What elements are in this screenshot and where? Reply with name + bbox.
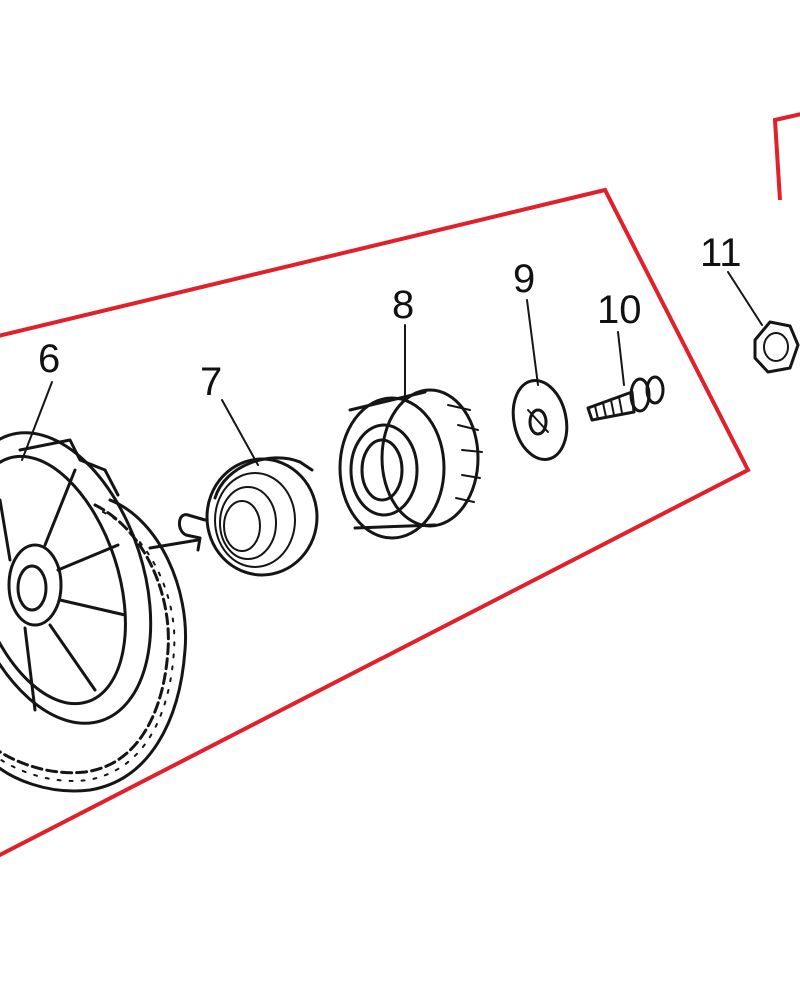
recoil-spring-icon (148, 456, 319, 577)
leader-line (221, 399, 259, 466)
adjacent-group-frame (772, 112, 800, 201)
leader-line (21, 381, 53, 461)
assembly-group-frame (0, 187, 751, 858)
leader-line (617, 331, 625, 386)
callout-11: 11 (700, 231, 742, 275)
washer-icon (511, 379, 569, 461)
screw-bolt-icon (586, 375, 665, 422)
callout-8: 8 (392, 283, 414, 327)
hex-nut-icon (753, 320, 800, 374)
callout-6: 6 (38, 337, 60, 381)
starter-pulley-cup-icon (338, 388, 483, 540)
callout-7: 7 (200, 360, 222, 404)
recoil-housing-pulley-icon (0, 431, 188, 793)
callout-10: 10 (597, 288, 642, 332)
leader-line (727, 271, 763, 326)
callout-9: 9 (513, 257, 535, 301)
leader-line (526, 299, 539, 386)
